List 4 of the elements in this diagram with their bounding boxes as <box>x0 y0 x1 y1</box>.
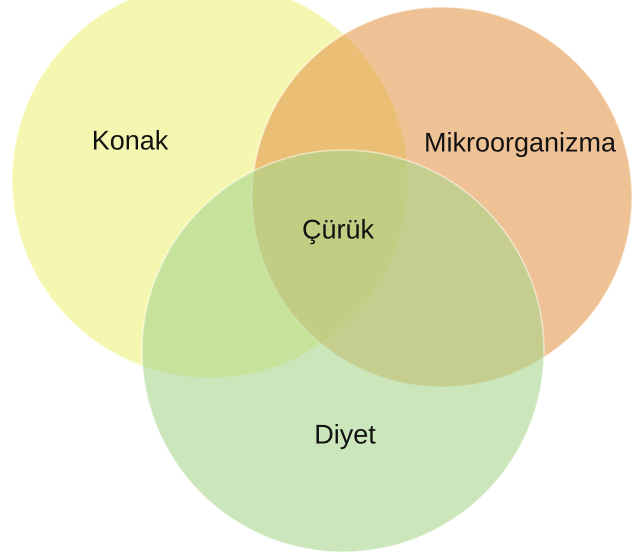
set-label: Konak <box>92 126 168 156</box>
intersection-label: Çürük <box>302 214 374 246</box>
set-label: Mikroorganizma <box>424 128 616 158</box>
set-label: Diyet <box>314 420 376 450</box>
